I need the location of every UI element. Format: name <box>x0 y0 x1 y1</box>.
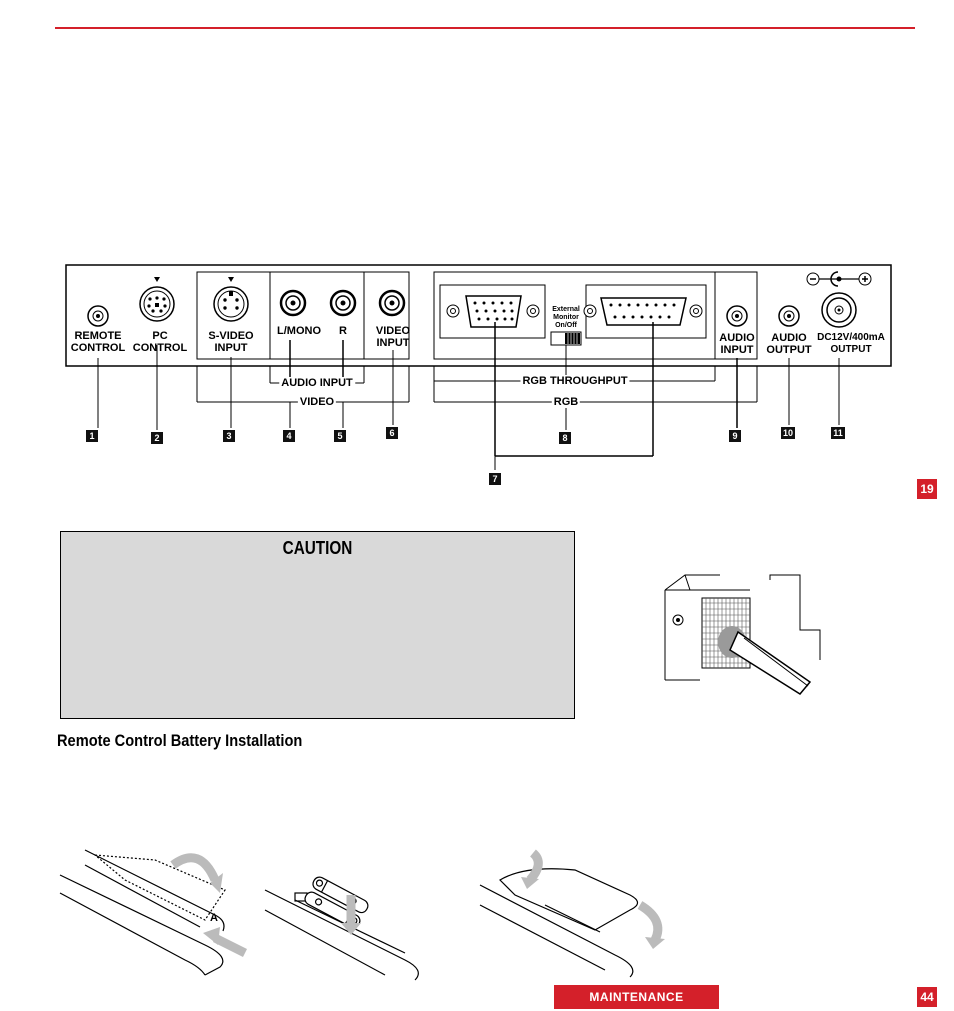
label-pc-control: PC CONTROL <box>132 330 188 354</box>
callout-8: 8 <box>559 432 571 444</box>
callout-2: 2 <box>151 432 163 444</box>
label-audio-output: AUDIO OUTPUT <box>766 332 812 356</box>
callout-7: 7 <box>489 473 501 485</box>
callout-4: 4 <box>283 430 295 442</box>
callout-3: 3 <box>223 430 235 442</box>
label-dc-output: DC12V/400mA OUTPUT <box>817 332 885 355</box>
connector-panel-diagram: REMOTE CONTROL PC CONTROL S-VIDEO INPUT … <box>0 0 954 500</box>
group-rgb-throughput: RGB THROUGHPUT <box>520 375 630 387</box>
label-l-mono: L/MONO <box>277 325 321 337</box>
caution-title: CAUTION <box>282 538 353 558</box>
footer-maintenance-tab: MAINTENANCE <box>554 985 719 1009</box>
vent-cleaning-illustration <box>660 570 830 695</box>
top-rule <box>55 27 915 29</box>
callout-11: 11 <box>831 427 845 439</box>
battery-steps-drawing: A <box>59 849 665 981</box>
label-external-monitor-switch: External Monitor On/Off <box>552 306 580 329</box>
callout-9: 9 <box>729 430 741 442</box>
group-video: VIDEO <box>297 396 337 408</box>
label-video-input: VIDEO INPUT <box>375 325 411 349</box>
group-rgb: RGB <box>551 396 581 408</box>
group-audio-input: AUDIO INPUT <box>279 377 355 389</box>
label-audio-input: AUDIO INPUT <box>719 332 755 356</box>
vent-cleaning-drawing <box>664 574 821 695</box>
label-remote-control: REMOTE CONTROL <box>70 330 126 354</box>
callout-5: 5 <box>334 430 346 442</box>
label-r: R <box>339 325 347 337</box>
label-s-video-input: S-VIDEO INPUT <box>208 330 254 354</box>
callout-1: 1 <box>86 430 98 442</box>
step-label-a: A <box>210 912 218 924</box>
battery-installation-illustrations: A <box>55 835 675 985</box>
callout-10: 10 <box>781 427 795 439</box>
connector-panel-drawing <box>65 264 892 470</box>
section-tab: 19 <box>917 479 937 499</box>
caution-box: CAUTION <box>60 531 575 719</box>
callout-6: 6 <box>386 427 398 439</box>
battery-section-title: Remote Control Battery Installation <box>57 731 303 750</box>
page-number: 44 <box>917 987 937 1007</box>
